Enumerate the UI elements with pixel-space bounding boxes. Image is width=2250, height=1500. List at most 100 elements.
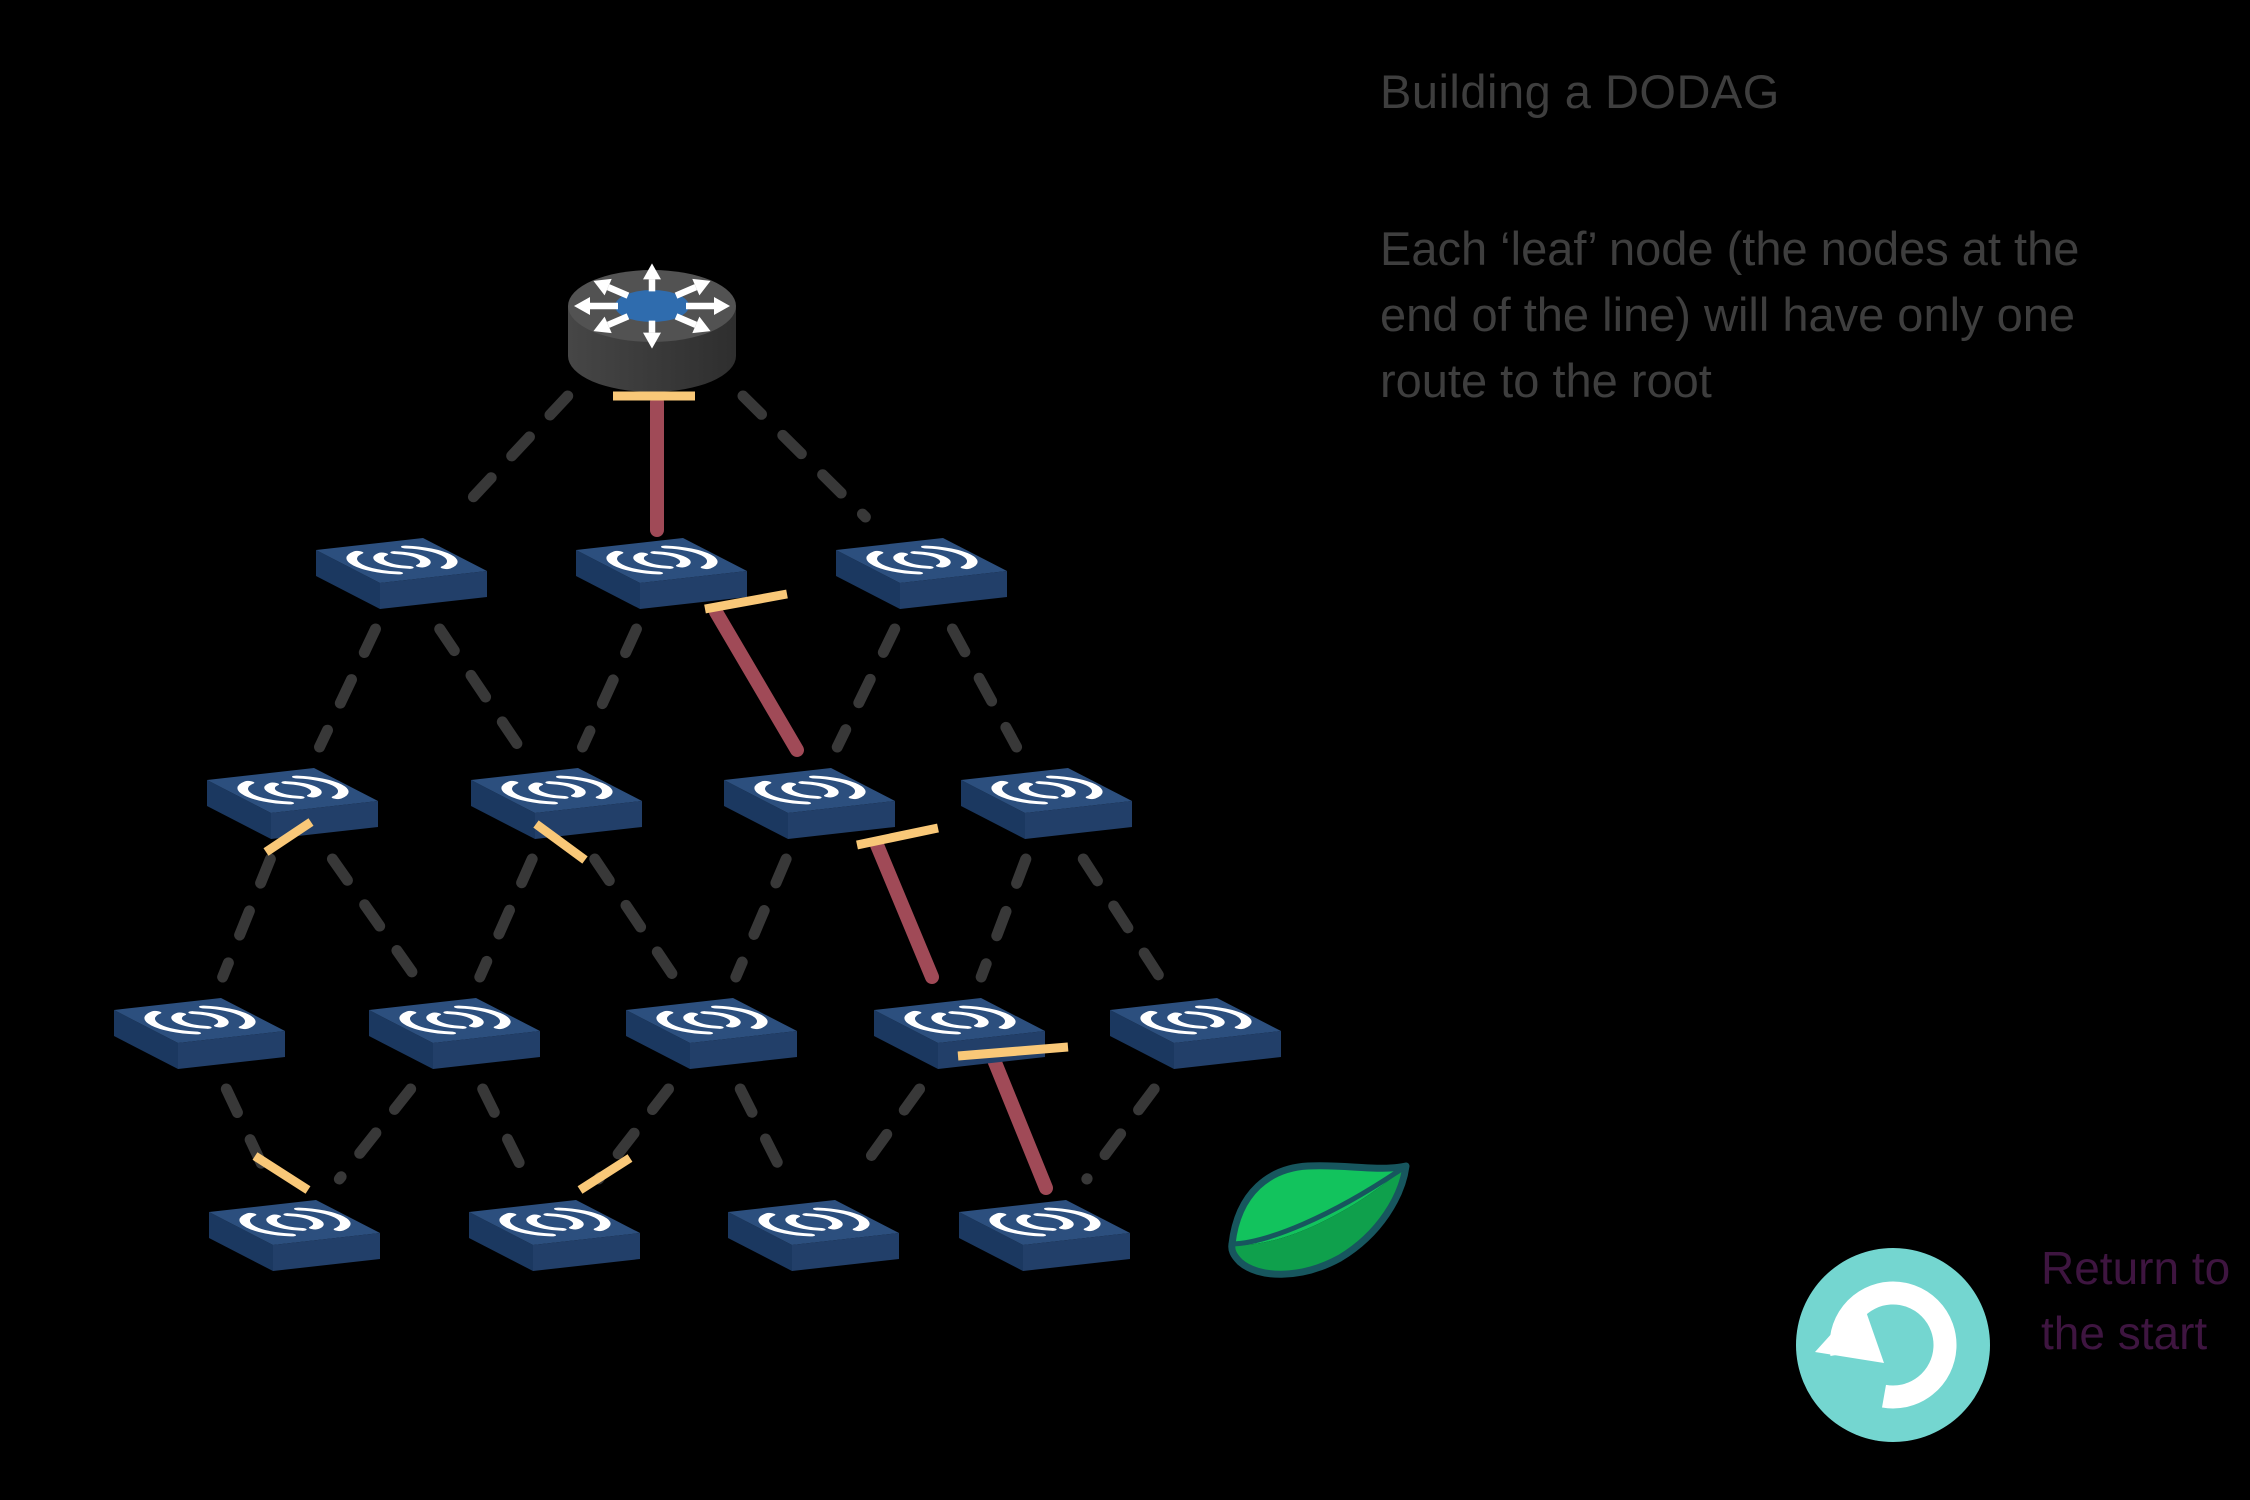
node-left-face [114,1010,178,1069]
radio-wave-arc [893,552,934,569]
switch-node [316,538,487,609]
radio-wave-arc [281,781,322,798]
radio-wave-arc [1167,1012,1208,1029]
radio-wave-arc [528,782,569,799]
dashed-link [589,853,680,983]
radio-waves-icon [239,1207,351,1237]
switch-node [471,768,642,839]
radio-waves-icon [144,1005,256,1035]
router-arrowhead [593,316,612,334]
node-left-face [209,1212,273,1271]
switch-node [114,998,285,1069]
node-top-face [369,998,540,1043]
radio-wave-arc [264,782,305,799]
radio-wave-arc [758,1212,816,1237]
dashed-link [946,623,1023,753]
node-left-face [959,1212,1023,1271]
radio-wave-arc [390,551,431,568]
radio-wave-arc [239,1212,297,1237]
node-top-face [316,538,487,583]
return-to-start-button[interactable]: Return to the start [1793,1242,2250,1454]
switch-node [576,538,747,609]
switch-node [369,998,540,1069]
leaf-top-half [1232,1165,1406,1245]
dashed-link [593,1083,674,1185]
node-right-face [533,1233,640,1271]
dashed-link [730,853,792,983]
radio-wave-arc [443,1011,484,1028]
router-hub [615,290,689,322]
node-left-face [874,1010,938,1069]
radio-wave-arc [808,775,866,800]
node-right-face [900,571,1007,609]
dashed-link [737,390,871,523]
signal-tick [856,823,939,850]
radio-waves-icon [399,1005,511,1035]
node-left-face [836,550,900,609]
signal-tick [263,818,314,856]
node-right-face [1023,1233,1130,1271]
dashed-link [1077,853,1166,983]
dashed-link [848,1083,926,1185]
radio-wave-arc [1018,782,1059,799]
node-left-face [316,550,380,609]
route-link [870,838,939,984]
dashed-link [975,853,1032,983]
router-arrowhead [593,278,612,296]
switch-node [207,768,378,839]
radio-wave-arc [1043,1207,1101,1232]
radio-wave-arc [291,775,349,800]
node-top-face [469,1200,640,1245]
switch-node [469,1200,640,1271]
node-right-face [640,571,747,609]
radio-wave-arc [606,550,664,575]
node-top-face [728,1200,899,1245]
node-right-face [380,571,487,609]
switch-node [728,1200,899,1271]
radio-wave-arc [144,1010,202,1035]
node-right-face [273,1233,380,1271]
radio-wave-arc [346,550,404,575]
dashed-link [333,1083,417,1185]
radio-waves-icon [499,1207,611,1237]
router-arrowhead [643,332,661,349]
radio-wave-arc [660,545,718,570]
router-arrow [606,313,630,328]
switch-node [1110,998,1281,1069]
radio-wave-arc [501,780,559,805]
route-link [987,1053,1053,1195]
node-left-face [576,550,640,609]
radio-wave-arc [931,1012,972,1029]
radio-waves-icon [1140,1005,1252,1035]
radio-wave-arc [812,1207,870,1232]
router-arrowhead [574,297,590,315]
radio-wave-arc [453,1005,511,1030]
node-right-face [788,801,895,839]
return-icon-circle [1796,1248,1990,1442]
radio-wave-arc [1140,1010,1198,1035]
signal-tick [533,820,588,864]
node-left-face [626,1010,690,1069]
node-right-face [1025,801,1132,839]
radio-wave-arc [866,550,924,575]
radio-waves-icon [989,1207,1101,1237]
radio-wave-arc [545,781,586,798]
dashed-link [1081,1083,1160,1185]
node-left-face [469,1212,533,1271]
radio-wave-arc [683,1012,724,1029]
route-layer [650,395,1053,1195]
router-arrowhead [692,316,711,334]
radio-wave-arc [543,1213,584,1230]
return-button-label[interactable]: Return to the start [2041,1242,2231,1359]
radio-wave-arc [237,780,295,805]
radio-wave-arc [188,1011,229,1028]
radio-waves-icon [866,545,978,575]
router-arrow [606,284,630,299]
dashed-link [314,623,381,753]
return-icon[interactable] [1793,1242,1999,1454]
radio-wave-arc [904,1010,962,1035]
radio-waves-icon [237,775,349,805]
dashed-link [577,623,642,753]
radio-wave-arc [526,1214,567,1231]
